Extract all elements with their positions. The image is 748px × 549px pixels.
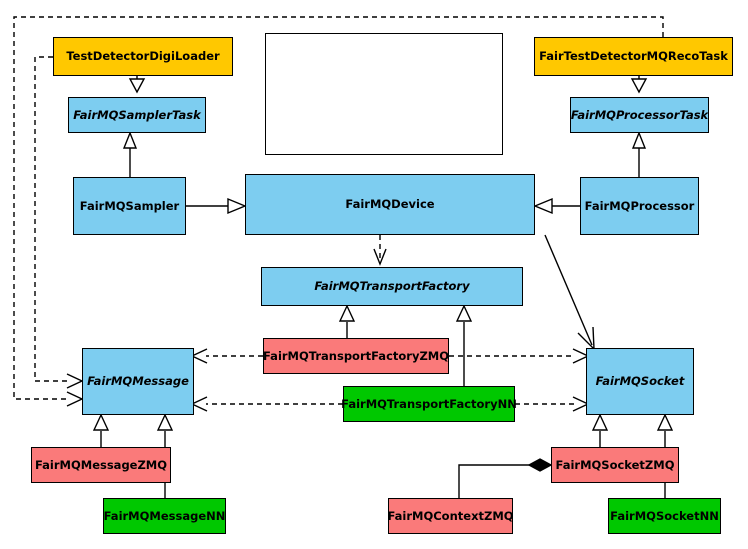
class-box-fairmqcontextzmq[interactable]: FairMQContextZMQ	[387, 498, 514, 534]
class-label: FairMQContextZMQ	[387, 508, 514, 523]
legend	[265, 33, 503, 155]
class-label: FairMQTransportFactoryZMQ	[263, 348, 450, 363]
class-label: FairMQSocket	[595, 374, 685, 389]
generalization-processor-to-device	[533, 197, 580, 215]
class-label: FairMQMessageNN	[103, 508, 226, 523]
class-box-fairmqtransportfactoryzmq[interactable]: FairMQTransportFactoryZMQ	[263, 338, 449, 374]
class-label: FairMQSocketZMQ	[555, 457, 675, 472]
dependency-tfzmq-to-socket	[449, 348, 590, 364]
class-box-fairtestdetectormqrecotask[interactable]: FairTestDetectorMQRecoTask	[534, 37, 733, 76]
dependency-tfnn-to-socket	[515, 396, 590, 412]
association-device-to-socket	[544, 234, 595, 351]
generalization-sampler-to-samplertask	[122, 131, 138, 177]
class-label: FairMQTransportFactoryNN	[341, 396, 517, 411]
generalization-digiloader-to-samplertask	[128, 76, 146, 94]
class-box-fairmqsocketzmq[interactable]: FairMQSocketZMQ	[551, 447, 679, 483]
class-label: FairMQSocketNN	[610, 508, 719, 523]
class-box-fairmqmessage[interactable]: FairMQMessage	[82, 348, 194, 415]
class-label: FairMQMessageZMQ	[34, 457, 168, 472]
class-label: FairMQProcessor	[584, 198, 695, 213]
class-label: FairMQSampler	[79, 198, 180, 213]
class-box-fairmqprocessor[interactable]: FairMQProcessor	[580, 177, 699, 235]
class-label: FairTestDetectorMQRecoTask	[539, 49, 728, 64]
dependency-tfnn-to-message	[190, 396, 343, 412]
generalization-tfnn-to-tf	[455, 304, 473, 386]
class-box-fairmqprocessortask[interactable]: FairMQProcessorTask	[570, 97, 709, 133]
generalization-processor-to-processortask	[631, 131, 647, 177]
class-label: FairMQTransportFactory	[314, 279, 470, 294]
class-box-fairmqsocket[interactable]: FairMQSocket	[586, 348, 694, 415]
class-box-testdetectordigiloader[interactable]: TestDetectorDigiLoader	[53, 37, 233, 76]
class-label: FairMQProcessorTask	[570, 107, 709, 122]
generalization-tfzmq-to-tf	[338, 304, 356, 338]
dependency-tfzmq-to-message	[190, 348, 263, 364]
class-box-fairmqsampler[interactable]: FairMQSampler	[73, 177, 186, 235]
generalization-recotask-to-processortask	[630, 76, 648, 94]
class-label: TestDetectorDigiLoader	[66, 49, 220, 64]
class-label: FairMQSamplerTask	[73, 107, 201, 122]
class-label: FairMQMessage	[87, 374, 189, 389]
class-box-fairmqsocketnn[interactable]: FairMQSocketNN	[608, 498, 721, 534]
class-label: FairMQDevice	[345, 197, 435, 212]
generalization-messagezmq-to-message	[92, 413, 110, 447]
class-box-fairmqdevice[interactable]: FairMQDevice	[245, 174, 535, 235]
class-box-fairmqsamplertask[interactable]: FairMQSamplerTask	[68, 97, 206, 133]
generalization-socketzmq-to-socket	[591, 413, 609, 447]
class-box-fairmqmessagezmq[interactable]: FairMQMessageZMQ	[31, 447, 171, 483]
generalization-sampler-to-device	[186, 197, 247, 215]
class-box-fairmqtransportfactorynn[interactable]: FairMQTransportFactoryNN	[341, 386, 517, 422]
dependency-device-to-transportfactory	[373, 235, 387, 266]
composition-socketzmq-contextzmq	[458, 458, 553, 498]
class-box-fairmqtransportfactory[interactable]: FairMQTransportFactory	[261, 267, 523, 306]
class-box-fairmqmessagenn[interactable]: FairMQMessageNN	[103, 498, 226, 534]
